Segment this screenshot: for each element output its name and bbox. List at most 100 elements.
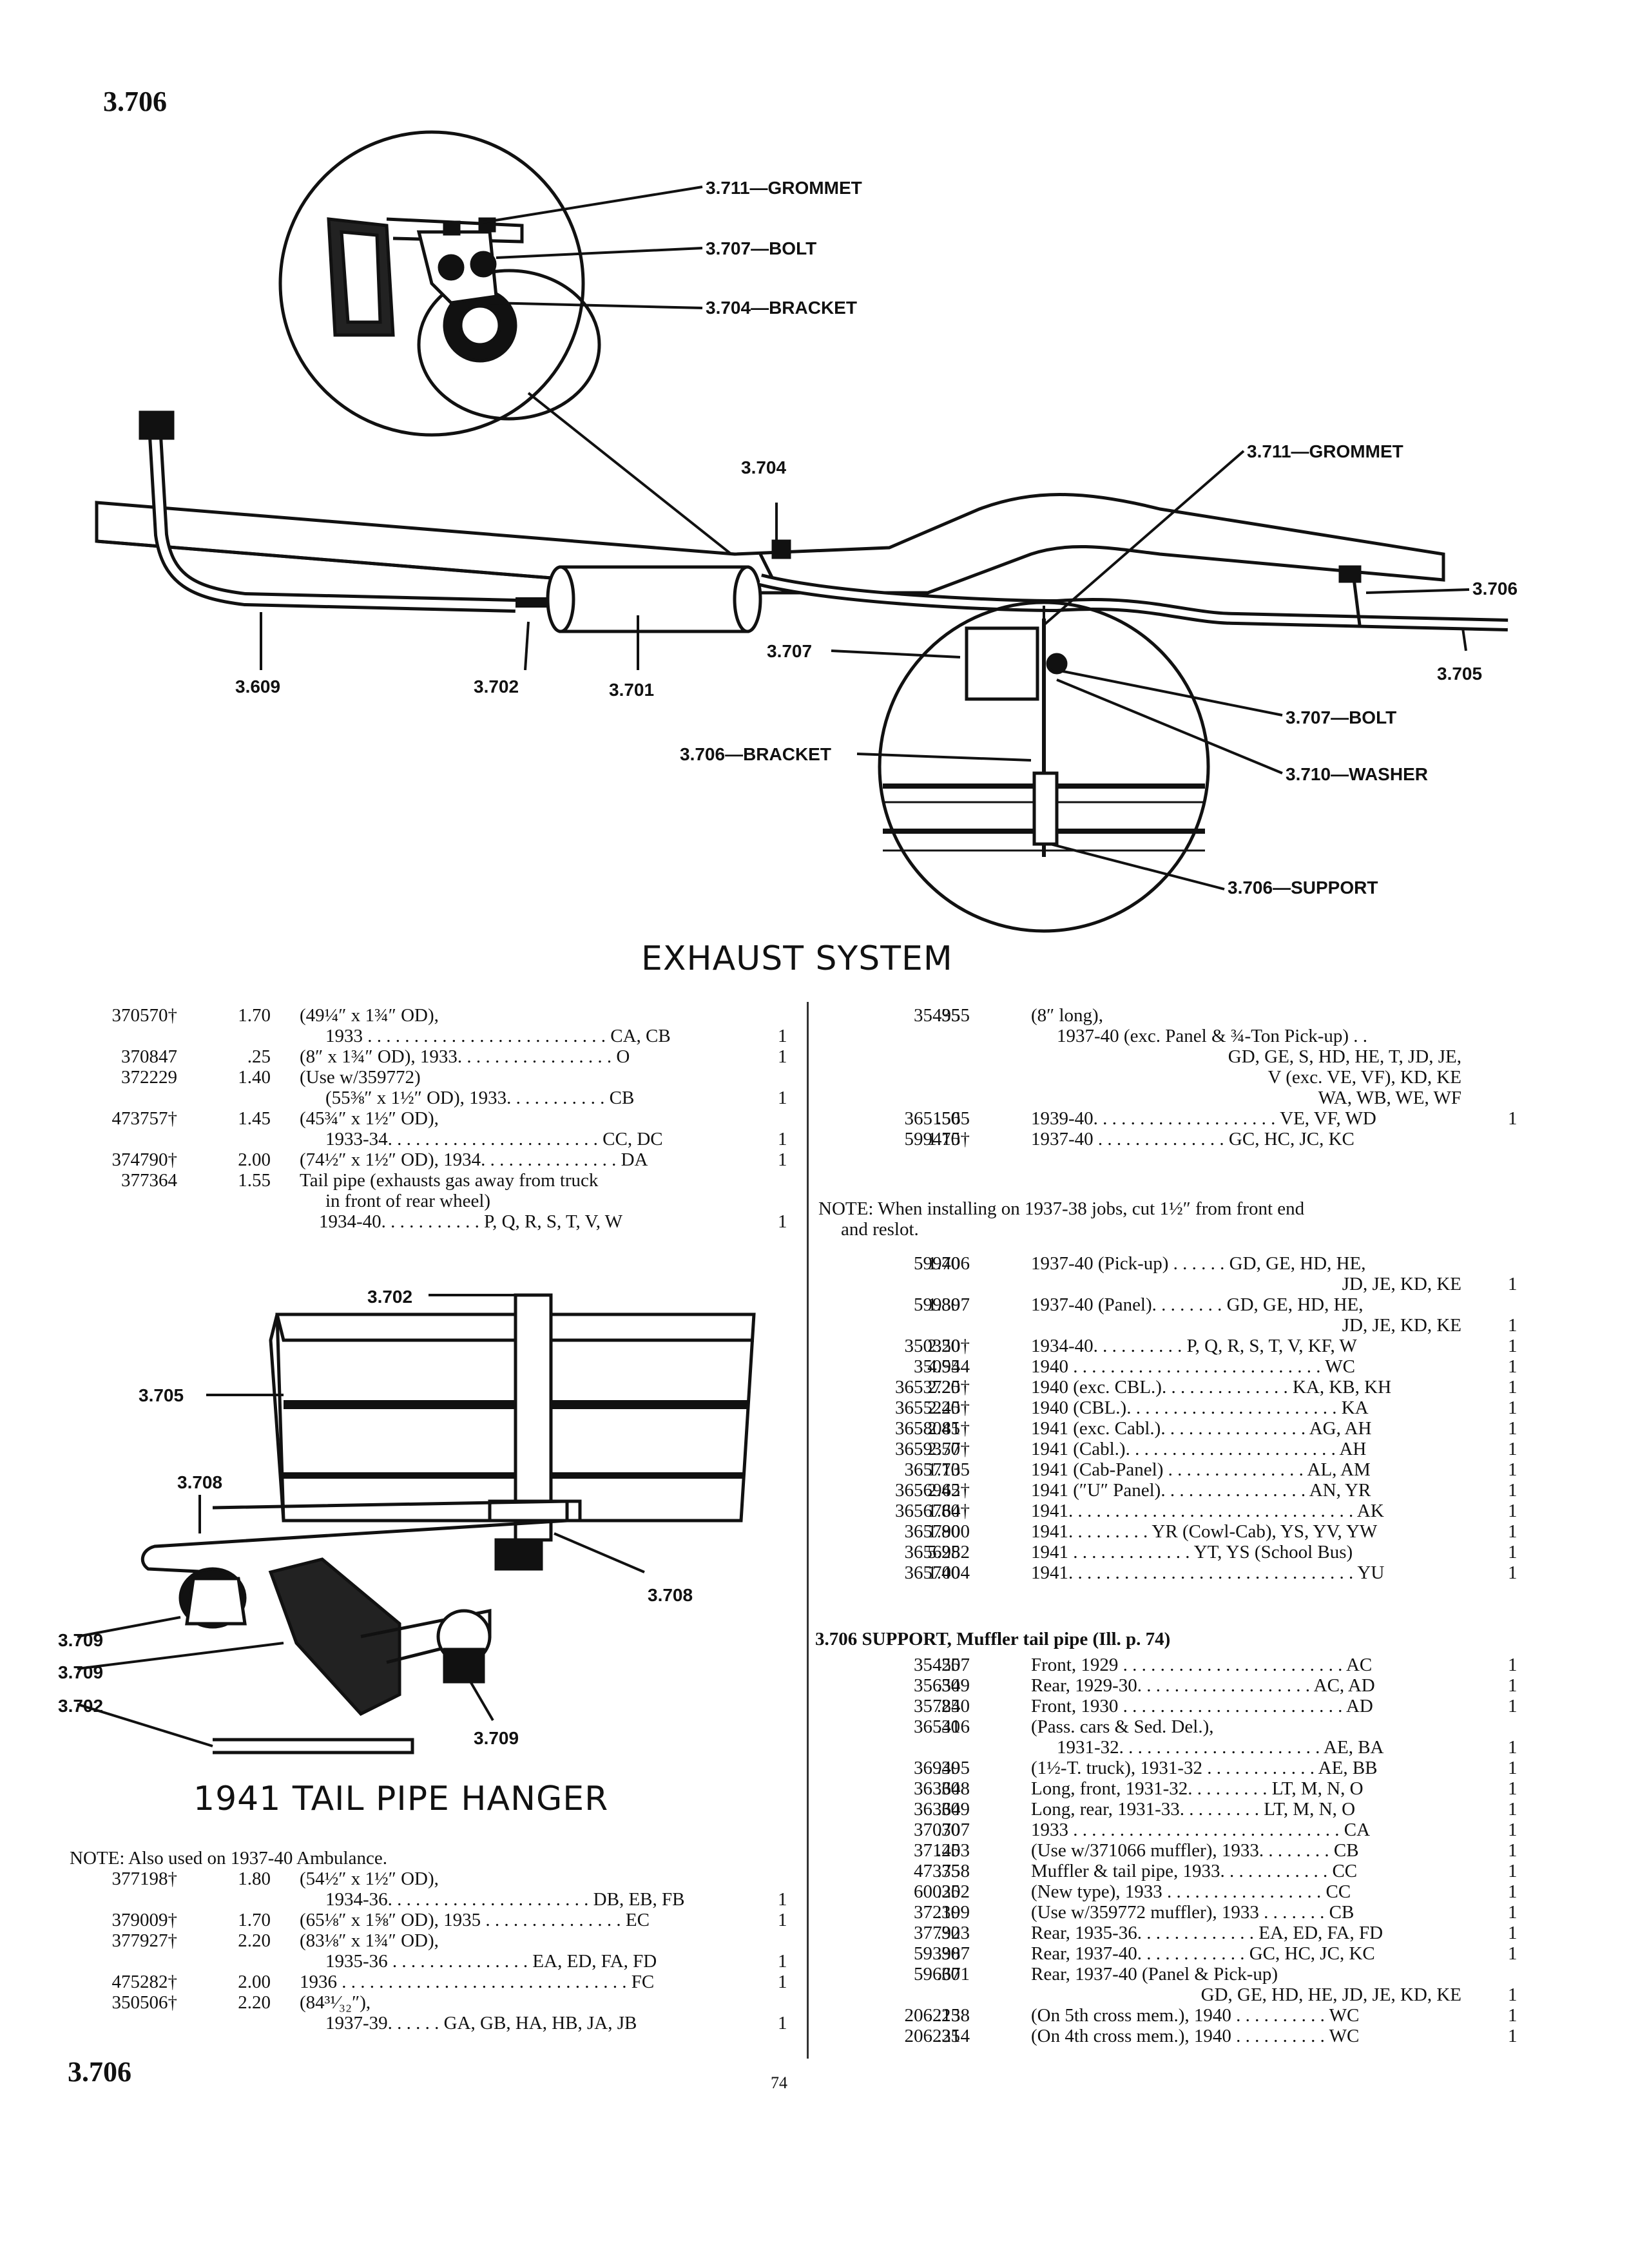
price: 1.70 bbox=[238, 1005, 271, 1026]
price: 1.80 bbox=[927, 1521, 960, 1542]
part-number: 3653725† bbox=[895, 1377, 970, 1398]
hanger-callout-3709-a: 3.709 bbox=[58, 1630, 104, 1650]
price: .25 bbox=[936, 1655, 960, 1675]
price: 2.50 bbox=[927, 1439, 960, 1459]
description: WA, WB, WE, WF bbox=[1318, 1088, 1461, 1108]
quantity: 1 bbox=[1508, 1799, 1518, 1820]
left-parts-list-top: 370570†1.70(49¼″ x 1¾″ OD),1933 . . . . … bbox=[0, 1005, 799, 1250]
part-number: 599415† bbox=[904, 1129, 970, 1149]
part-number: 596671 bbox=[914, 1964, 970, 1984]
part-number: 377198† bbox=[111, 1869, 178, 1889]
callout-3706-bracket: 3.706—BRACKET bbox=[680, 744, 831, 764]
description: 1934-40. . . . . . . . . . . P, Q, R, S,… bbox=[319, 1211, 623, 1232]
description: 1941 (exc. Cabl.). . . . . . . . . . . .… bbox=[1031, 1418, 1372, 1439]
description: GD, GE, S, HD, HE, T, JD, JE, bbox=[1228, 1046, 1461, 1067]
description: Rear, 1935-36. . . . . . . . . . . . . E… bbox=[1031, 1923, 1383, 1943]
quantity: 1 bbox=[778, 1088, 787, 1108]
callout-3711-grommet-right: 3.711—GROMMET bbox=[1247, 441, 1403, 461]
right-note-line1: NOTE: When installing on 1937-38 jobs, c… bbox=[818, 1198, 1305, 1219]
description: 1940 (exc. CBL.). . . . . . . . . . . . … bbox=[1031, 1377, 1392, 1398]
description: 1937-40 (Panel). . . . . . . . GD, GE, H… bbox=[1031, 1294, 1364, 1315]
price: .30 bbox=[936, 1716, 960, 1737]
description: (8″ x 1¾″ OD), 1933. . . . . . . . . . .… bbox=[300, 1046, 630, 1067]
price: .25 bbox=[936, 1840, 960, 1861]
part-number: 356549 bbox=[914, 1675, 970, 1696]
quantity: 1 bbox=[1508, 1274, 1518, 1294]
price: 2.00 bbox=[238, 1972, 271, 1992]
quantity: 1 bbox=[1508, 2026, 1518, 2046]
quantity: 1 bbox=[778, 1910, 787, 1930]
part-number: 350944 bbox=[914, 1356, 970, 1377]
quantity: 1 bbox=[1508, 1861, 1518, 1881]
description: 1939-40. . . . . . . . . . . . . . . . .… bbox=[1031, 1108, 1376, 1129]
quantity: 1 bbox=[778, 1026, 787, 1046]
part-number: 3651565 bbox=[904, 1108, 970, 1129]
description: (55⅜″ x 1½″ OD), 1933. . . . . . . . . .… bbox=[325, 1088, 635, 1108]
part-number: 599406 bbox=[914, 1253, 970, 1274]
price: .30 bbox=[936, 1943, 960, 1964]
description: 1940 (CBL.). . . . . . . . . . . . . . .… bbox=[1031, 1398, 1369, 1418]
price: 1.80 bbox=[238, 1869, 271, 1889]
left-note-ambulance: NOTE: Also used on 1937-40 Ambulance. bbox=[70, 1848, 387, 1869]
price: 1.40 bbox=[238, 1067, 271, 1088]
part-number: 377927† bbox=[111, 1930, 178, 1951]
part-number: 371403 bbox=[914, 1840, 970, 1861]
price: 2.20 bbox=[927, 1377, 960, 1398]
description: Rear, 1937-40. . . . . . . . . . . . GC,… bbox=[1031, 1943, 1375, 1964]
part-number: 350506† bbox=[111, 1992, 178, 2013]
price: 2.45 bbox=[927, 1418, 960, 1439]
part-number: 3655245† bbox=[895, 1398, 970, 1418]
price: .25 bbox=[936, 1696, 960, 1716]
callout-3701: 3.701 bbox=[609, 680, 655, 700]
quantity: 1 bbox=[1508, 1655, 1518, 1675]
callout-3702: 3.702 bbox=[474, 677, 519, 697]
callout-3711-grommet-top: 3.711—GROMMET bbox=[706, 178, 862, 198]
callout-3706-right: 3.706 bbox=[1472, 579, 1518, 599]
callout-3704-mid: 3.704 bbox=[741, 457, 787, 477]
description: Front, 1930 . . . . . . . . . . . . . . … bbox=[1031, 1696, 1373, 1716]
quantity: 1 bbox=[1508, 1984, 1518, 2005]
quantity: 1 bbox=[1508, 1377, 1518, 1398]
part-number: 357840 bbox=[914, 1696, 970, 1716]
quantity: 1 bbox=[1508, 1778, 1518, 1799]
section-3706-heading: 3.706 SUPPORT, Muffler tail pipe (Ill. p… bbox=[815, 1629, 1171, 1649]
description: (On 4th cross mem.), 1940 . . . . . . . … bbox=[1031, 2026, 1360, 2046]
quantity: 1 bbox=[1508, 1418, 1518, 1439]
description: 1937-40 . . . . . . . . . . . . . . GC, … bbox=[1031, 1129, 1354, 1149]
quantity: 1 bbox=[1508, 1758, 1518, 1778]
description: (8″ long), bbox=[1031, 1005, 1103, 1026]
quantity: 1 bbox=[1508, 2005, 1518, 2026]
part-number: 3657135 bbox=[904, 1459, 970, 1480]
description: in front of rear wheel) bbox=[325, 1191, 491, 1211]
tail-pipe-hanger-title: 1941 TAIL PIPE HANGER bbox=[193, 1780, 609, 1818]
part-number: 3657900 bbox=[904, 1521, 970, 1542]
quantity: 1 bbox=[1508, 1108, 1518, 1129]
description: Front, 1929 . . . . . . . . . . . . . . … bbox=[1031, 1655, 1373, 1675]
description: (Pass. cars & Sed. Del.), bbox=[1031, 1716, 1214, 1737]
callout-3707-left: 3.707 bbox=[767, 641, 813, 661]
price: .35 bbox=[936, 1881, 960, 1902]
description: JD, JE, KD, KE bbox=[1342, 1274, 1461, 1294]
description: 1933-34. . . . . . . . . . . . . . . . .… bbox=[325, 1129, 663, 1149]
description: 1941. . . . . . . . . YR (Cowl-Cab), YS,… bbox=[1031, 1521, 1378, 1542]
part-number: 372229 bbox=[121, 1067, 177, 1088]
price: 2.20 bbox=[927, 1336, 960, 1356]
quantity: 1 bbox=[1508, 1398, 1518, 1418]
part-number: 2062138 bbox=[904, 2005, 970, 2026]
description: 1934-36. . . . . . . . . . . . . . . . .… bbox=[325, 1889, 685, 1910]
description: 1933 . . . . . . . . . . . . . . . . . .… bbox=[1031, 1820, 1371, 1840]
quantity: 1 bbox=[778, 1889, 787, 1910]
price: .35 bbox=[936, 2026, 960, 2046]
quantity: 1 bbox=[1508, 1480, 1518, 1501]
hanger-callout-3705: 3.705 bbox=[139, 1385, 184, 1405]
callout-3707-bolt-top: 3.707—BOLT bbox=[706, 238, 817, 258]
price: 1.70 bbox=[927, 1459, 960, 1480]
description: V (exc. VE, VF), KD, KE bbox=[1268, 1067, 1461, 1088]
description: (On 5th cross mem.), 1940 . . . . . . . … bbox=[1031, 2005, 1360, 2026]
description: (Use w/359772) bbox=[300, 1067, 421, 1088]
quantity: 1 bbox=[1508, 1881, 1518, 1902]
price: 1.40 bbox=[927, 1562, 960, 1583]
quantity: 1 bbox=[1508, 1356, 1518, 1377]
quantity: 1 bbox=[1508, 1902, 1518, 1923]
